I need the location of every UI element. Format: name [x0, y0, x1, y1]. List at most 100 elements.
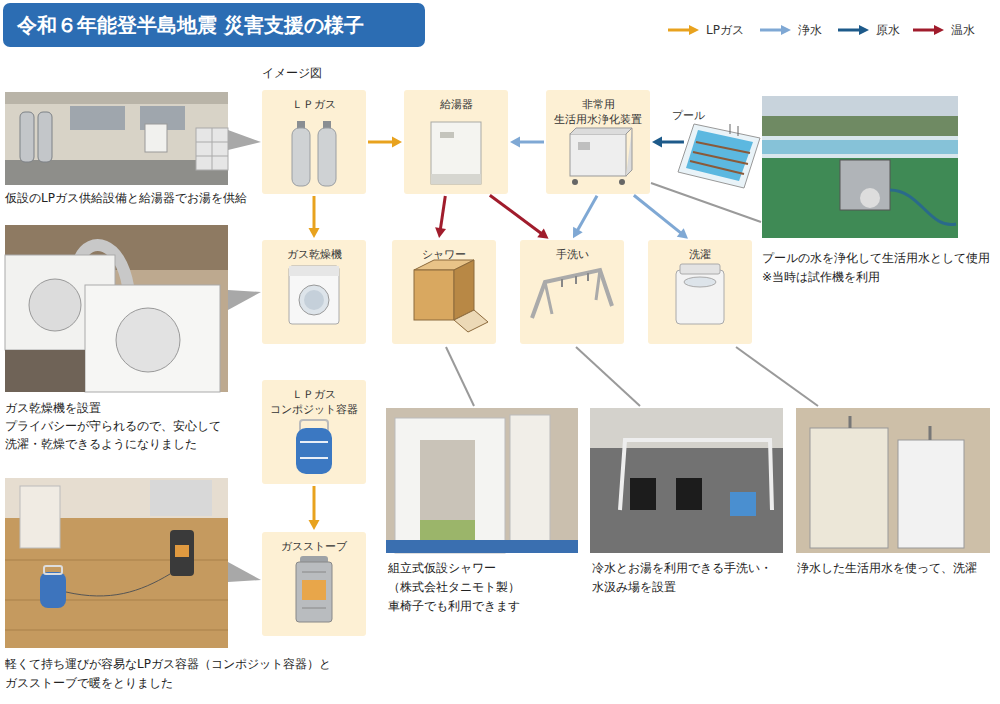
- legend-head: [781, 25, 791, 35]
- shape-path: [66, 574, 170, 596]
- legend-line: [913, 29, 935, 32]
- arrow-head: [677, 228, 688, 239]
- title-banner: 令和６年能登半島地震 災害支援の様子: [3, 3, 425, 47]
- flow-line: [313, 196, 316, 229]
- washer-icon: [676, 264, 724, 324]
- flow-line: [519, 141, 544, 144]
- caption-text: ガスストーブで暖をとりました: [5, 676, 173, 691]
- shape-polyline: [532, 270, 612, 318]
- photo-washer: [796, 408, 990, 553]
- caption-text: 軽くて持ち運びが容易なLPガス容器（コンポジット容器）と: [5, 657, 331, 672]
- shape-path: [570, 128, 632, 176]
- flow-arrow: [573, 196, 597, 239]
- caption-text: プールの水を浄化して生活用水として使用: [762, 251, 990, 266]
- box-label: 非常用: [546, 97, 650, 112]
- shape-rect: [840, 160, 890, 210]
- arrow-head: [510, 137, 520, 148]
- shape-circle: [860, 188, 880, 208]
- handwash-icon: [532, 270, 612, 318]
- shape-rect: [431, 174, 481, 184]
- caption-text: 仮設のLPガス供給設備と給湯器でお湯を供給: [5, 191, 247, 206]
- shape-path: [730, 124, 738, 136]
- flow-line: [490, 195, 541, 233]
- legend-swatch: [913, 24, 945, 36]
- legend-text: 温水: [951, 22, 975, 38]
- shape-rect: [590, 408, 783, 553]
- shape-path: [5, 560, 228, 630]
- shape-rect: [630, 478, 656, 510]
- legend-head: [689, 25, 699, 35]
- shape-rect: [70, 106, 125, 130]
- photo-pool: [762, 96, 958, 238]
- leader-line: [576, 347, 640, 406]
- shape-rect: [578, 142, 590, 150]
- shape-rect: [730, 492, 756, 516]
- shape-path: [850, 416, 930, 440]
- composite-cylinder-icon: [296, 420, 332, 474]
- box-label: 手洗い: [520, 247, 624, 262]
- caption-text: 洗濯・乾燥できるようになりました: [5, 437, 197, 452]
- shape-rect: [85, 285, 220, 392]
- stove-icon: [296, 556, 332, 622]
- shape-rect: [150, 480, 212, 516]
- photo-stove: [5, 478, 228, 648]
- shape-polygon: [678, 124, 760, 188]
- leader-line: [446, 347, 474, 406]
- flow-line: [661, 141, 684, 144]
- shape-polygon: [686, 130, 753, 181]
- legend-head: [859, 25, 869, 35]
- arrow-head: [392, 137, 402, 148]
- legend-swatch: [760, 24, 792, 36]
- caption-text: ※当時は試作機を利用: [762, 270, 880, 285]
- shape-rect: [302, 580, 326, 600]
- shape-rect: [5, 92, 228, 185]
- dryer-icon: [289, 266, 339, 324]
- pool-icon: [678, 124, 760, 188]
- arrow-head: [309, 228, 320, 238]
- box-label: 洗濯: [648, 247, 752, 262]
- leader-wedge: [228, 562, 261, 582]
- shape-rect: [762, 116, 958, 136]
- legend-swatch: [668, 24, 700, 36]
- shape-rect: [676, 270, 724, 324]
- caption-text: （株式会社タニモト製）: [388, 580, 520, 595]
- shape-path: [890, 190, 956, 225]
- leader-wedge: [228, 130, 261, 150]
- legend-item: 原水: [838, 22, 900, 38]
- shape-rect: [386, 540, 578, 553]
- legend-text: 浄水: [798, 22, 822, 38]
- shape-rect: [5, 225, 228, 392]
- shape-rect: [414, 270, 454, 320]
- shape-rect: [762, 96, 958, 238]
- photo-handwash: [590, 408, 783, 553]
- shape-rect: [680, 264, 720, 274]
- flow-line: [577, 196, 597, 231]
- shape-rect: [676, 478, 702, 510]
- shape-rect: [292, 128, 310, 186]
- legend-swatch: [838, 24, 870, 36]
- caption-text: 冷水とお湯を利用できる手洗い・: [592, 561, 772, 576]
- shape-rect: [440, 132, 454, 138]
- legend-text: LPガス: [706, 22, 744, 38]
- box-label: ＬＰガス: [262, 387, 366, 402]
- shape-rect: [762, 140, 958, 154]
- arrow-head: [537, 228, 548, 238]
- box-label: ＬＰガス: [262, 97, 366, 112]
- shape-ellipse: [684, 277, 716, 287]
- caption-text: イメージ図: [262, 66, 322, 81]
- shape-polygon: [454, 310, 488, 332]
- shape-path: [196, 128, 228, 170]
- shape-rect: [570, 134, 626, 176]
- flow-arrow: [490, 195, 549, 239]
- box-label: シャワー: [392, 247, 496, 262]
- shape-path: [300, 442, 328, 458]
- caption-text: ガス乾燥機を設置: [5, 401, 101, 416]
- shape-rect: [420, 440, 475, 540]
- shape-rect: [510, 415, 550, 545]
- shape-circle: [304, 290, 324, 310]
- shape-rect: [762, 158, 958, 238]
- shape-rect: [289, 266, 339, 324]
- shape-rect: [175, 545, 189, 557]
- box-label: 生活用水浄化装置: [546, 112, 650, 127]
